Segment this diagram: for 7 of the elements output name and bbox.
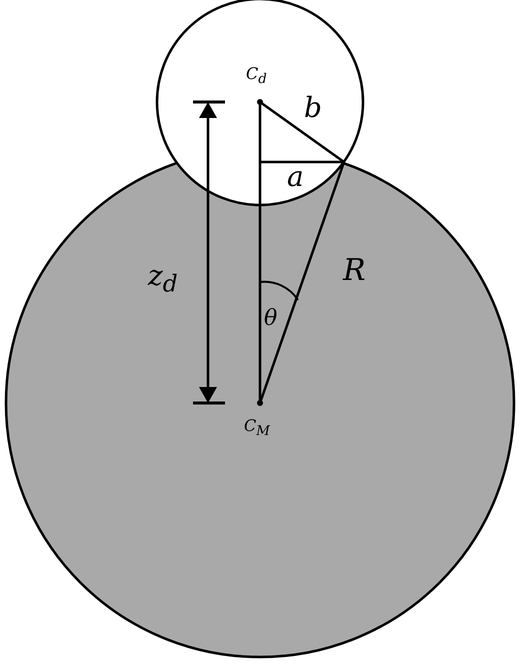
math-label: z$_{d}$ bbox=[148, 262, 178, 296]
math-label: C$_{M}$ bbox=[244, 418, 270, 439]
math-label: a bbox=[287, 163, 304, 191]
math-label: θ bbox=[264, 308, 278, 330]
math-label: b bbox=[304, 94, 322, 122]
math-label: R bbox=[343, 256, 366, 286]
math-label: C$_{d}$ bbox=[246, 66, 267, 87]
